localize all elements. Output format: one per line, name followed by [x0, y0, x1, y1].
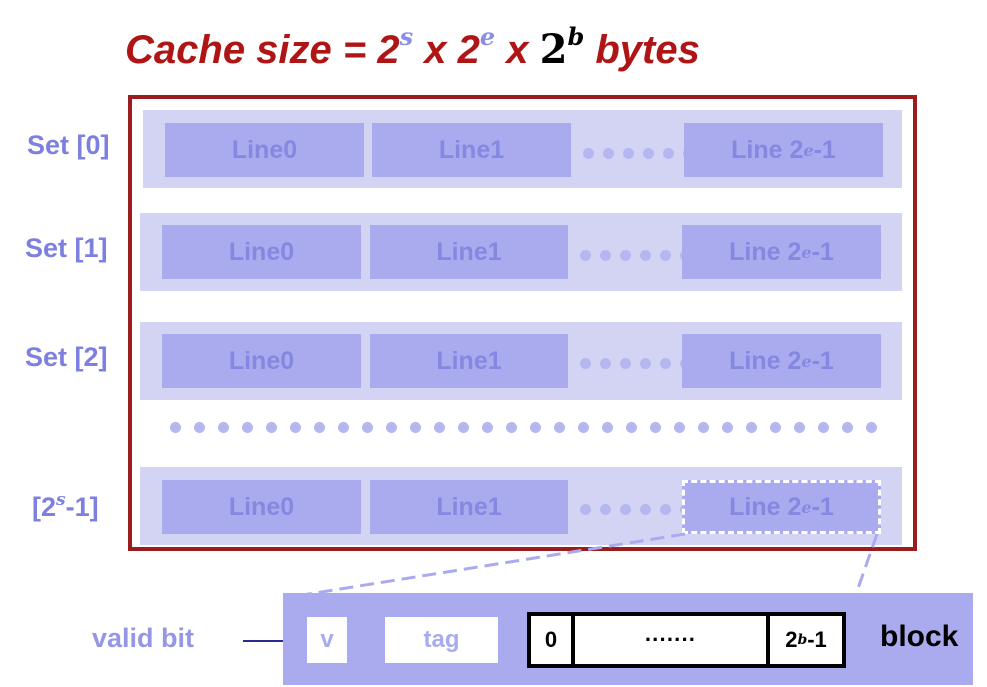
line-1: Line1 [370, 225, 568, 279]
set-label-0: Set [0] [27, 130, 110, 160]
set-label-last: [2s-1] [32, 490, 99, 522]
line-0: Line0 [162, 334, 361, 388]
block-label: block [880, 620, 959, 653]
line-0: Line0 [165, 123, 364, 177]
valid-bit-box: v [307, 617, 347, 663]
line-1: Line1 [372, 123, 571, 177]
block-ellipsis: ······· [575, 616, 766, 664]
set-label-1: Set [1] [25, 233, 108, 263]
line-0: Line0 [162, 225, 361, 279]
line-1: Line1 [370, 480, 568, 534]
more-sets-ellipsis [170, 422, 890, 436]
line-1: Line1 [370, 334, 568, 388]
cache-size-formula: Cache size = 2s x 2e x 2b bytes [125, 22, 700, 73]
tag-box: tag [385, 617, 498, 663]
block-first-byte: 0 [531, 616, 571, 664]
line-0: Line0 [162, 480, 361, 534]
set-label-2: Set [2] [25, 342, 108, 372]
valid-bit-label: valid bit [92, 623, 195, 653]
cache-frame [128, 95, 917, 551]
